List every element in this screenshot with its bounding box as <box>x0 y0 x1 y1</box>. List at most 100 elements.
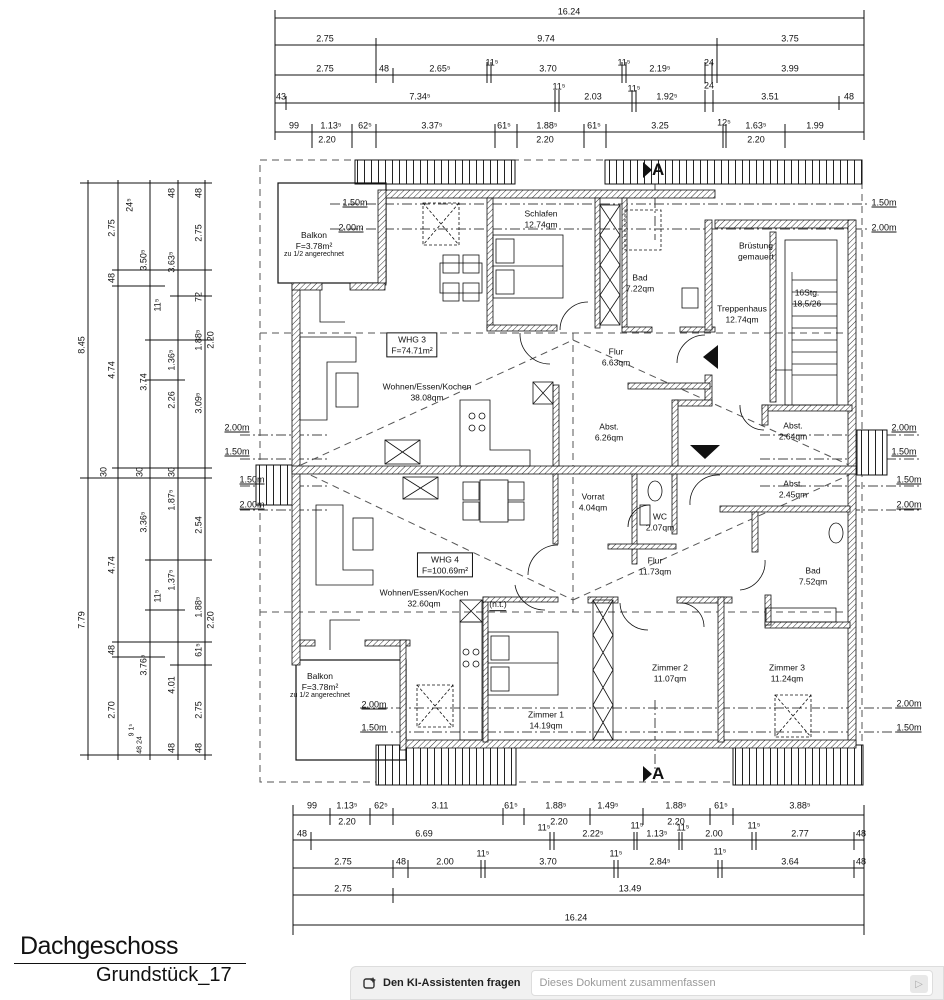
level-label: 2.00m <box>338 222 364 233</box>
dim-label: 30 <box>166 466 177 478</box>
dim-label: 1.88⁵ <box>193 596 204 618</box>
level-label: 2.00m <box>224 422 250 433</box>
dim-label: 2.20 <box>536 134 554 145</box>
dim-label: 11⁵ <box>747 820 761 831</box>
dim-label: 1.63⁵ <box>745 120 767 131</box>
dim-label: 48 <box>855 856 867 867</box>
dim-label: 9.74 <box>537 33 555 44</box>
dim-label: 2.20 <box>338 816 356 827</box>
dim-label: 48 <box>106 272 117 284</box>
level-label: 2.00m <box>896 698 922 709</box>
dim-label: 99 <box>288 120 300 131</box>
dim-label: 1.13⁵ <box>320 120 342 131</box>
dim-label: 2.75 <box>334 856 352 867</box>
send-icon[interactable]: ▷ <box>910 975 928 993</box>
dim-label: 2.77 <box>791 828 809 839</box>
title-underline <box>14 963 246 964</box>
dim-label: 1.88⁵ <box>545 800 567 811</box>
dim-label: 2.22⁵ <box>582 828 604 839</box>
dim-label: 48 <box>378 63 390 74</box>
dim-label: 2.00 <box>705 828 723 839</box>
dim-label: 11⁵ <box>476 848 490 859</box>
dim-label: 1.49⁵ <box>597 800 619 811</box>
dim-label: 3.11 <box>431 800 449 811</box>
dim-label: 2.54 <box>193 516 204 534</box>
dim-label: 3.25 <box>651 120 669 131</box>
dim-label: 48 24 <box>136 736 144 754</box>
dim-label: 3.09⁵ <box>193 392 204 414</box>
dim-label: 48 <box>166 742 177 754</box>
dim-label: 61⁵ <box>497 120 511 131</box>
level-label: 2.00m <box>891 422 917 433</box>
dim-label: 1.88⁵ <box>665 800 687 811</box>
dim-label: 1.13⁵ <box>336 800 358 811</box>
section-marker-top: A <box>652 160 665 179</box>
dim-label: 2.19⁵ <box>649 63 671 74</box>
dim-label: 11⁵ <box>617 57 631 68</box>
level-label: 1.50m <box>342 197 368 208</box>
level-label: 1.50m <box>896 722 922 733</box>
dim-label: 6.69 <box>415 828 433 839</box>
dim-label: 62⁵ <box>358 120 372 131</box>
dim-label: 3.50⁵ <box>138 249 149 271</box>
level-label: 2.00m <box>361 699 387 710</box>
dim-label: 11⁵ <box>676 822 690 833</box>
section-marker-bottom: A <box>652 764 665 783</box>
ask-ai-label: Den KI-Assistenten fragen <box>383 977 521 989</box>
ai-assistant-icon <box>363 977 376 989</box>
dim-label: 16.24 <box>557 6 581 17</box>
dim-label: 61⁵ <box>587 120 601 131</box>
dim-label: 11⁵ <box>713 846 727 857</box>
ai-prompt-input[interactable]: Dieses Dokument zusammenfassen ▷ <box>530 970 933 996</box>
dim-label: 7.34⁵ <box>409 91 431 102</box>
dim-label: 61⁵ <box>714 800 728 811</box>
dim-label: 4.74 <box>106 361 117 379</box>
dim-label: 11⁵ <box>630 820 644 831</box>
note-nt: (n.t.) <box>489 599 507 611</box>
dim-label: 48 <box>193 742 204 754</box>
level-label: 1.50m <box>361 722 387 733</box>
dim-label: 11⁵ <box>537 822 551 833</box>
dim-label: 3.74 <box>138 373 149 391</box>
ai-assistant-bar: Den KI-Assistenten fragen Dieses Dokumen… <box>350 966 944 1000</box>
ai-prompt-placeholder: Dieses Dokument zusammenfassen <box>539 977 716 989</box>
stairs-label: 16Stg.18,5/26 <box>792 287 822 308</box>
dim-label: 11⁵ <box>609 848 623 859</box>
dim-label: 61⁵ <box>193 643 204 657</box>
dim-label: 2.75 <box>193 701 204 719</box>
dim-label: 2.65⁵ <box>429 63 451 74</box>
dim-label: 24 <box>703 57 715 68</box>
dim-label: 1.37⁵ <box>166 569 177 591</box>
dim-label: 1.88⁵ <box>536 120 558 131</box>
level-label: 1.50m <box>224 446 250 457</box>
dim-label: 11⁵ <box>485 57 499 68</box>
dim-label: 1.88⁵ <box>193 329 204 351</box>
level-label: 2.00m <box>239 499 265 510</box>
dim-label: 99 <box>306 800 318 811</box>
dim-label: 43 <box>275 91 287 102</box>
level-label: 2.00m <box>896 499 922 510</box>
dim-label: 24 <box>703 80 715 91</box>
dim-label: 24⁵ <box>124 198 135 212</box>
dim-label: 48 <box>843 91 855 102</box>
dim-label: 48 <box>166 187 177 199</box>
dim-label: 1.92⁵ <box>656 91 678 102</box>
dim-label: 3.63⁵ <box>166 251 177 273</box>
level-label: 1.50m <box>239 474 265 485</box>
dim-label: 3.37⁵ <box>421 120 443 131</box>
dim-label: 2.03 <box>584 91 602 102</box>
dim-label: 7.79 <box>76 611 87 629</box>
ask-ai-button[interactable]: Den KI-Assistenten fragen <box>351 967 531 999</box>
